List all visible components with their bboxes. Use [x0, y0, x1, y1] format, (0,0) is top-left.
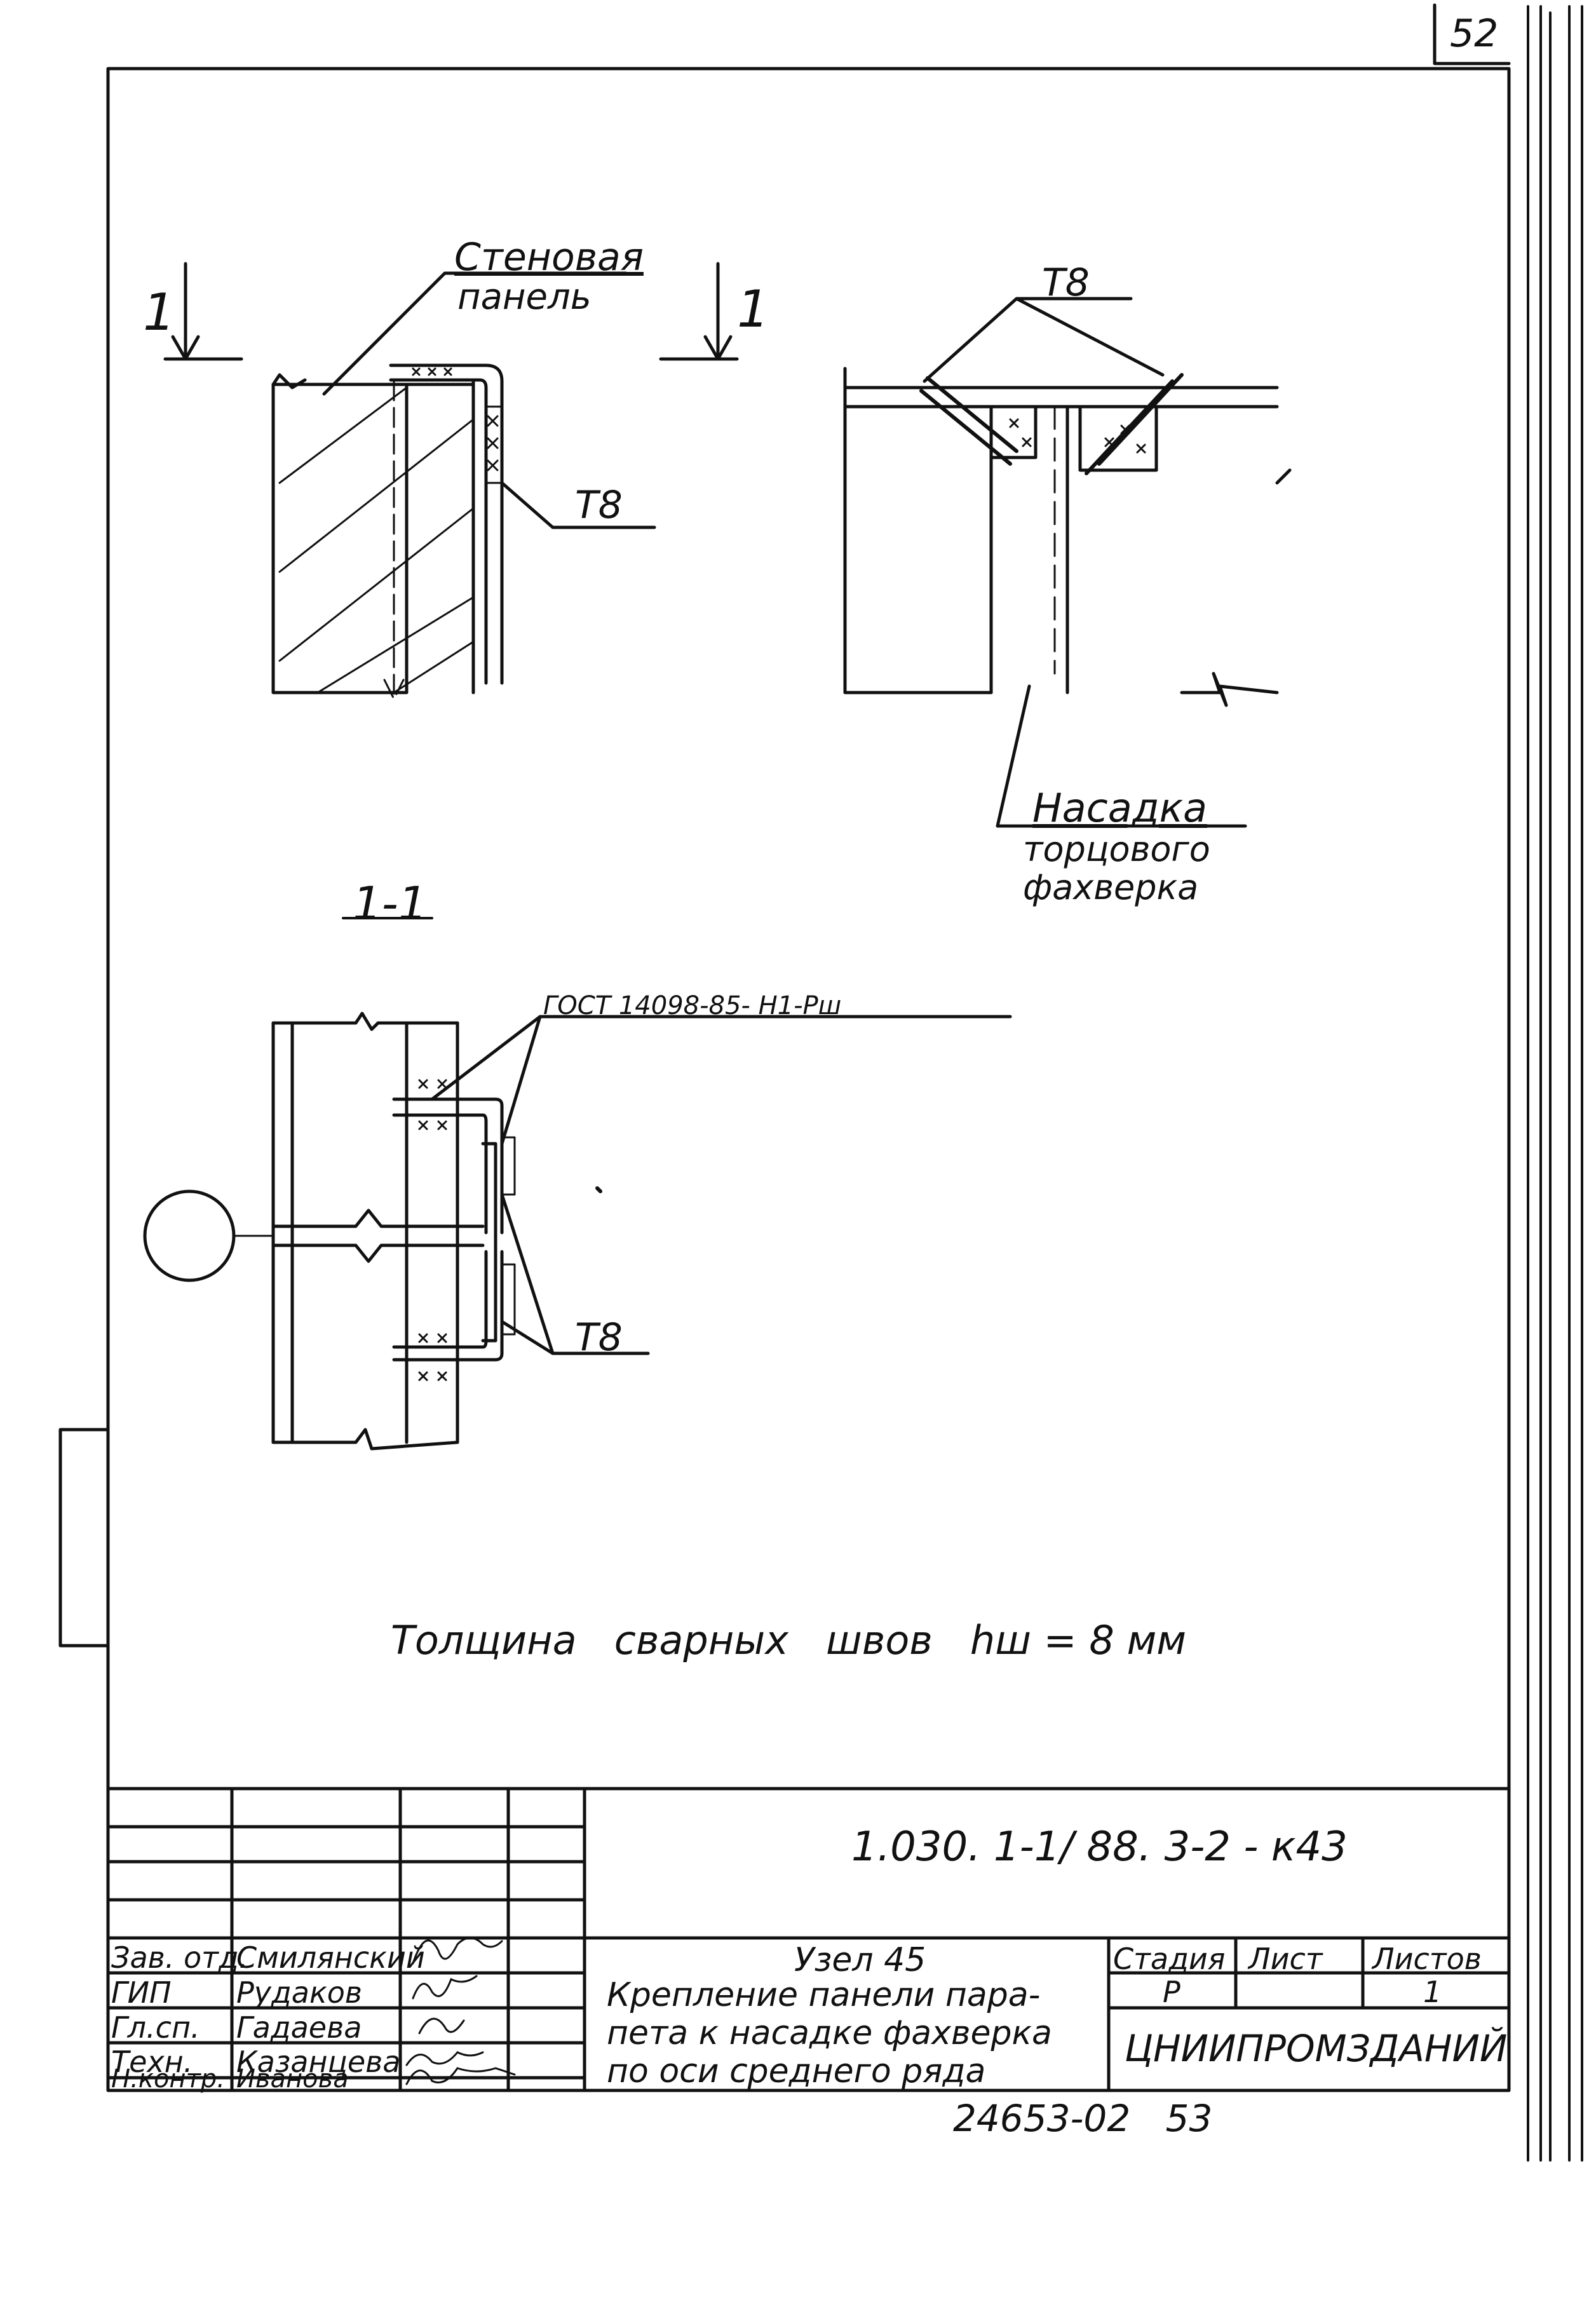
role-2: Гл.сп.	[111, 2010, 200, 2045]
sheets-value: 1	[1423, 1975, 1442, 2009]
stage-value: Р	[1163, 1975, 1180, 2009]
page-number-box	[1433, 3, 1511, 65]
label-nasadka-line3: фахверка	[1023, 867, 1199, 907]
bottom-number: 24653-02 53	[953, 2097, 1213, 2140]
role-1: ГИП	[111, 1975, 172, 2010]
label-t8-top-right: Т8	[1042, 261, 1090, 305]
label-nasadka-line2: торцового	[1023, 829, 1210, 869]
label-gost: ГОСТ 14098-85- Н1-Рш	[543, 991, 842, 1020]
section-title: 1-1	[353, 877, 428, 930]
role-4: Н.контр.	[111, 2064, 225, 2094]
page-number: 52	[1450, 11, 1499, 56]
detail-section-1-1	[143, 917, 1012, 1451]
frame-border	[106, 67, 1511, 2092]
name-3: Казанцева	[236, 2045, 401, 2079]
detail-nasadka	[843, 297, 1292, 828]
weld-note: Толщина сварных швов hш = 8 мм	[391, 1617, 1187, 1663]
col-stage: Стадия	[1113, 1942, 1226, 1976]
col-sheets: Листов	[1372, 1942, 1482, 1976]
name-4: Иванова	[236, 2064, 349, 2094]
label-wall-panel-line2: панель	[457, 276, 592, 318]
description-line3: по оси среднего ряда	[607, 2052, 986, 2090]
name-2: Гадаева	[236, 2010, 362, 2045]
doc-code: 1.030. 1-1/ 88. 3-2 - к43	[851, 1824, 1348, 1871]
section-mark-right: 1	[737, 280, 769, 339]
right-edge-lines	[1527, 5, 1583, 2162]
col-sheet: Лист	[1248, 1942, 1323, 1976]
role-0: Зав. отд.	[111, 1940, 248, 1975]
title-block-grid	[106, 1787, 1511, 2092]
label-wall-panel-line1: Стеновая	[454, 235, 644, 280]
description-line1: Крепление панели пара-	[607, 1976, 1041, 2014]
description-line2: пета к насадке фахверка	[607, 2014, 1052, 2052]
node-title: Узел 45	[794, 1941, 926, 1979]
label-t8-top-left: Т8	[575, 483, 623, 527]
section-mark-left: 1	[143, 283, 175, 342]
label-t8-bottom: Т8	[575, 1315, 623, 1360]
label-nasadka-line1: Насадка	[1032, 785, 1208, 831]
name-1: Рудаков	[236, 1975, 362, 2010]
role-3: Техн.	[111, 2045, 193, 2079]
organization: ЦНИИПРОМЗДАНИЙ	[1125, 2027, 1508, 2070]
detail-wall-panel	[163, 262, 739, 700]
name-0: Смилянский	[236, 1940, 425, 1975]
binding-tab	[58, 1428, 110, 1648]
